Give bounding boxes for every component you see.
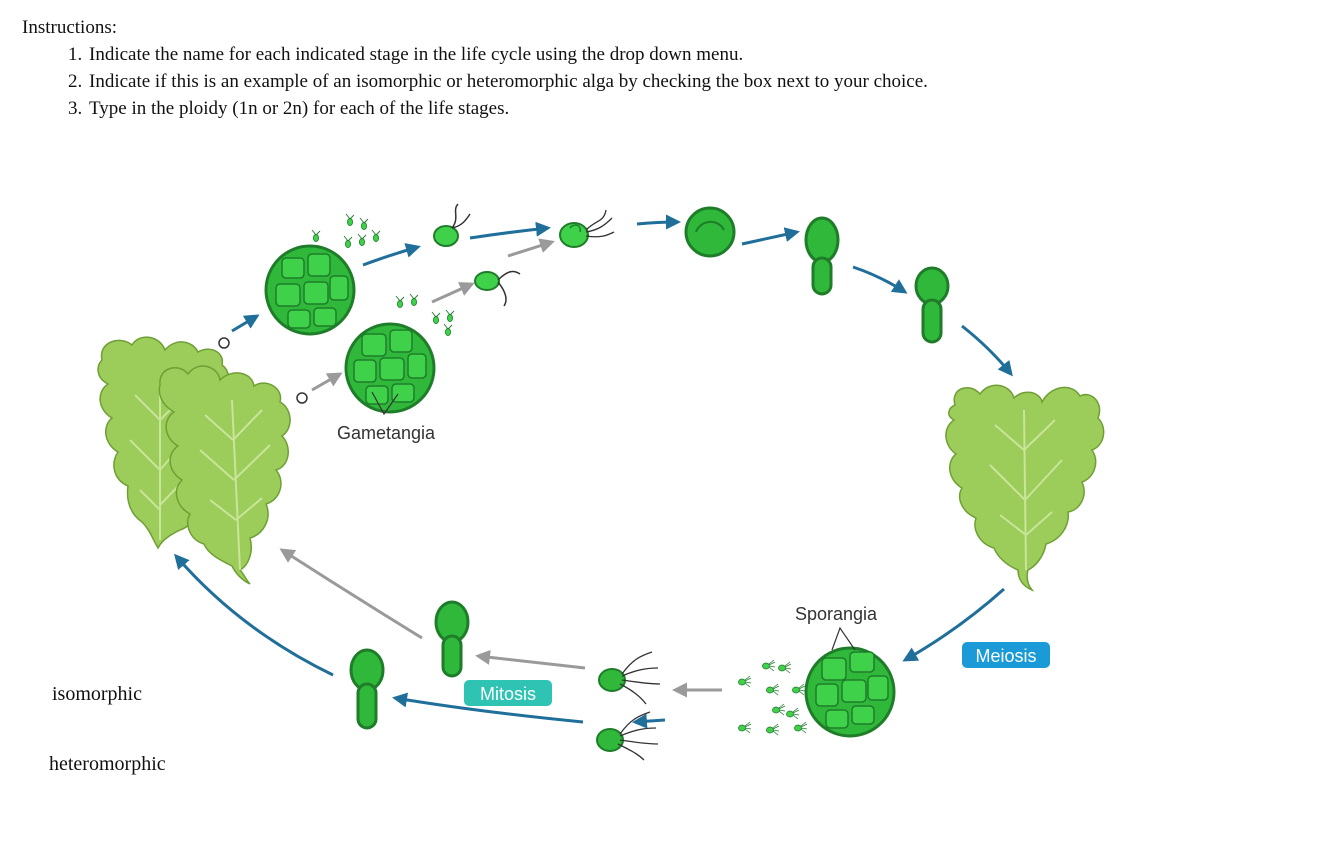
gamete-large-lower: [474, 270, 521, 307]
zoospore-large-upper: [598, 651, 661, 705]
instructions-heading: Instructions:: [22, 17, 117, 38]
meiosis-label: Meiosis: [975, 646, 1036, 666]
young-sporophyte-1: [804, 216, 840, 296]
zoospore-large-lower: [596, 711, 659, 761]
sporangium: [804, 646, 896, 738]
instruction-step-2: Indicate if this is an example of an iso…: [87, 68, 1302, 95]
gametangium-lower: [344, 322, 436, 414]
instructions: Instructions: Indicate the name for each…: [22, 14, 1302, 122]
young-gametophyte-upper: [434, 600, 470, 678]
gametangia-label: Gametangia: [337, 423, 436, 443]
mitosis-badge: Mitosis: [464, 680, 552, 706]
cycle-arrows: [174, 214, 1013, 729]
fusing-gametes: [559, 209, 615, 248]
gametangium-upper: [264, 244, 356, 336]
gamete-large-upper: [433, 203, 471, 247]
instructions-list: Indicate the name for each indicated sta…: [22, 41, 1302, 122]
young-gametophyte-lower: [349, 648, 385, 730]
isomorphic-choice[interactable]: isomorphic: [52, 683, 142, 705]
sporophyte-thallus: [945, 384, 1105, 592]
mitosis-label: Mitosis: [480, 684, 536, 704]
instruction-step-1: Indicate the name for each indicated sta…: [87, 41, 1302, 68]
sporangia-label: Sporangia: [795, 604, 878, 624]
instruction-step-3: Type in the ploidy (1n or 2n) for each o…: [87, 95, 1302, 122]
released-zoospores: [738, 659, 808, 736]
zygote: [684, 206, 736, 258]
heteromorphic-choice[interactable]: heteromorphic: [49, 753, 166, 775]
meiosis-badge: Meiosis: [962, 642, 1050, 668]
young-sporophyte-2: [914, 266, 950, 344]
gametophyte-thallus-front: [158, 337, 308, 585]
